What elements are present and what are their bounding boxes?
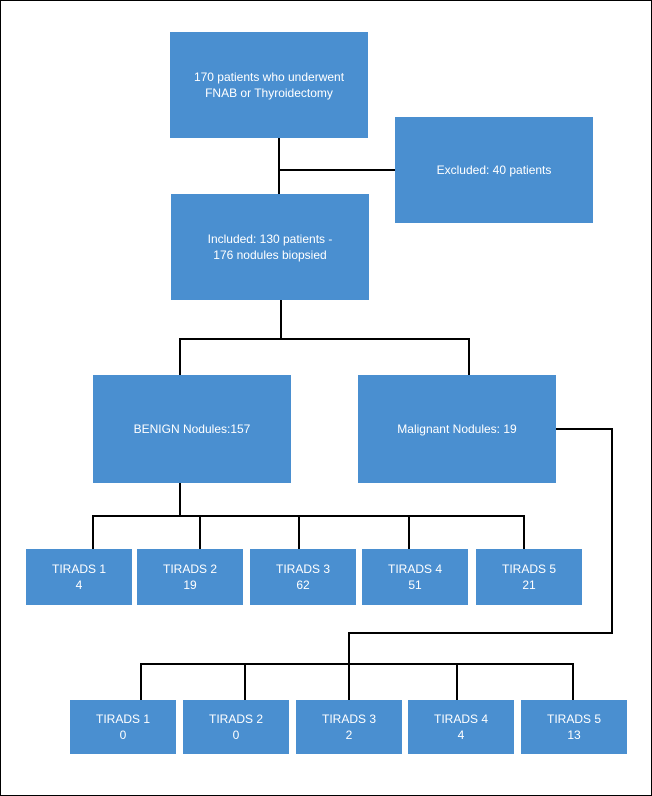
included-line1: Included: 130 patients - — [207, 232, 333, 246]
benign-tirads-4: TIRADS 4 51 — [362, 549, 468, 605]
tirads-count: 19 — [183, 578, 197, 592]
tirads-count: 4 — [75, 578, 83, 592]
tirads-label: TIRADS 5 — [501, 562, 556, 576]
malignant-tirads-2: TIRADS 2 0 — [183, 700, 289, 754]
tirads-count: 0 — [119, 728, 127, 742]
tirads-count: 4 — [457, 728, 465, 742]
tirads-label: TIRADS 4 — [433, 712, 488, 726]
tirads-count: 21 — [522, 578, 536, 592]
box-malignant: Malignant Nodules: 19 — [358, 375, 556, 483]
malignant-tirads-1: TIRADS 1 0 — [70, 700, 176, 754]
tirads-label: TIRADS 5 — [546, 712, 601, 726]
benign-text: BENIGN Nodules:157 — [133, 422, 251, 436]
malignant-tirads-5: TIRADS 5 13 — [521, 700, 627, 754]
tirads-label: TIRADS 2 — [162, 562, 217, 576]
malignant-tirads-4: TIRADS 4 4 — [408, 700, 514, 754]
tirads-label: TIRADS 4 — [387, 562, 442, 576]
malignant-text: Malignant Nodules: 19 — [397, 422, 517, 436]
tirads-label: TIRADS 1 — [51, 562, 106, 576]
included-line2: 176 nodules biopsied — [213, 248, 327, 262]
tirads-label: TIRADS 3 — [275, 562, 330, 576]
total-patients-line1: 170 patients who underwent — [193, 70, 345, 84]
tirads-count: 13 — [567, 728, 581, 742]
benign-tirads-3: TIRADS 3 62 — [250, 549, 356, 605]
tirads-label: TIRADS 3 — [321, 712, 376, 726]
tirads-label: TIRADS 2 — [208, 712, 263, 726]
total-patients-line2: FNAB or Thyroidectomy — [205, 86, 333, 100]
tirads-label: TIRADS 1 — [95, 712, 150, 726]
benign-tirads-1: TIRADS 1 4 — [26, 549, 132, 605]
tirads-count: 2 — [345, 728, 353, 742]
benign-tirads-5: TIRADS 5 21 — [476, 549, 582, 605]
tirads-count: 62 — [296, 578, 310, 592]
box-excluded: Excluded: 40 patients — [395, 117, 593, 223]
box-included: Included: 130 patients - 176 nodules bio… — [171, 194, 369, 300]
benign-tirads-2: TIRADS 2 19 — [137, 549, 243, 605]
box-benign: BENIGN Nodules:157 — [93, 375, 291, 483]
excluded-text: Excluded: 40 patients — [436, 163, 552, 177]
malignant-tirads-3: TIRADS 3 2 — [296, 700, 402, 754]
tirads-count: 51 — [408, 578, 422, 592]
box-total-patients: 170 patients who underwent FNAB or Thyro… — [170, 32, 368, 138]
tirads-count: 0 — [232, 728, 240, 742]
